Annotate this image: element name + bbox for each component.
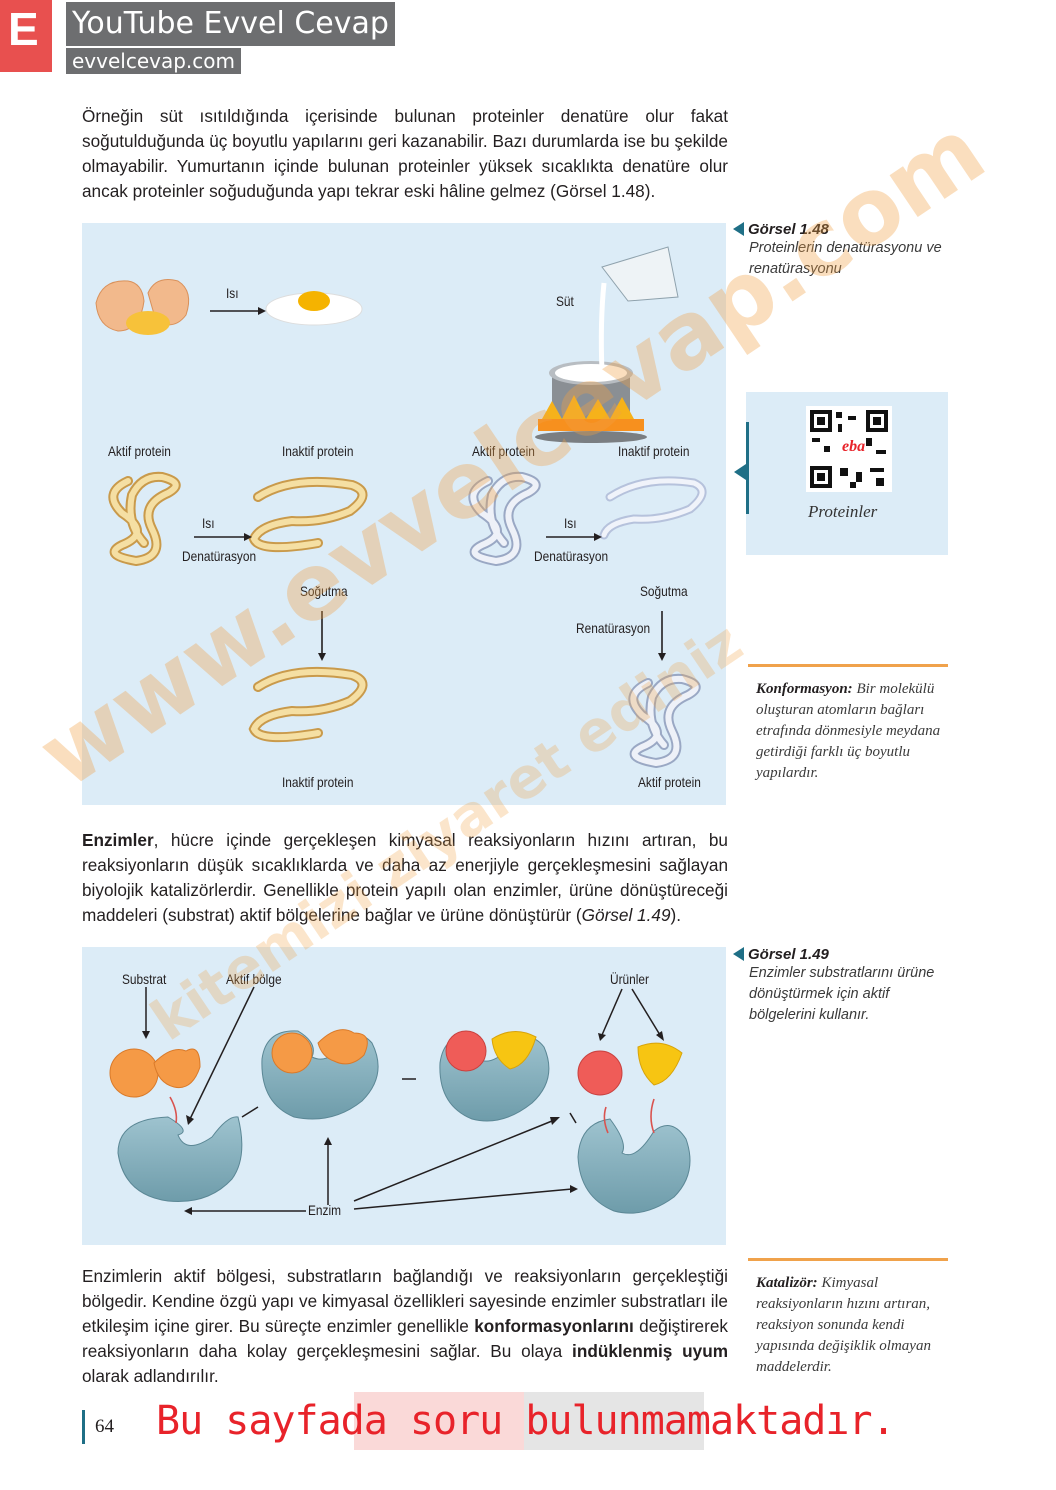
figure-148-caption-title: Görsel 1.48 <box>733 221 953 238</box>
label-active-site: Aktif bölge <box>226 971 282 987</box>
label-egg-heat: Isı <box>226 285 239 301</box>
label-active-left: Aktif protein <box>108 443 171 459</box>
label-cool-right: Soğutma <box>640 583 688 599</box>
label-products: Ürünler <box>610 971 650 987</box>
katalizor-note: Katalizör: Kimyasal reaksiyonların hızın… <box>748 1258 948 1378</box>
label-milk: Süt <box>556 293 574 309</box>
footer-watermark-block <box>354 1392 524 1450</box>
footer-watermark-block-2 <box>524 1392 704 1450</box>
enzymes-figure-ref: Görsel 1.49 <box>581 905 671 925</box>
qr-code-icon[interactable] <box>806 406 892 492</box>
label-enzyme: Enzim <box>308 1202 342 1218</box>
brand-title: YouTube Evvel Cevap <box>66 2 395 46</box>
konformasyon-term: Konformasyon: <box>756 681 853 697</box>
konformasyon-definition: Bir molekülü oluşturan atomların bağları… <box>756 681 941 781</box>
figure-149-illustration <box>109 986 691 1215</box>
enzymes-text: , hücre içinde gerçekleşen kimyasal reak… <box>82 830 728 925</box>
qr-card-pointer-icon <box>734 464 746 480</box>
figure-148-caption-text: Proteinlerin denatürasyonu ve renatürasy… <box>749 240 942 277</box>
label-cool-left: Soğutma <box>300 583 348 599</box>
brand-logo: E <box>0 0 52 72</box>
label-inactive-left: Inaktif protein <box>282 443 354 459</box>
intro-paragraph: Örneğin süt ısıtıldığında içerisinde bul… <box>82 106 728 201</box>
active-site-text-2: değiştirerek reaksiyonların daha kolay g… <box>82 1316 728 1361</box>
label-denat-right: Denatürasyon <box>534 548 609 564</box>
active-site-text-3: olarak adlandırılır. <box>82 1366 219 1386</box>
figure-148-caption: Görsel 1.48 Proteinlerin denatürasyonu v… <box>733 221 953 280</box>
label-active-right: Aktif protein <box>472 443 535 459</box>
active-site-bold-2: indüklenmiş uyum <box>572 1341 728 1361</box>
figure-149-caption-text: Enzimler substratlarını ürüne dönüştürme… <box>749 965 935 1023</box>
figure-148-illustration <box>95 246 707 769</box>
brand-url[interactable]: evvelcevap.com <box>66 48 241 74</box>
label-inactive-bottom-left: Inaktif protein <box>282 774 354 790</box>
handwritten-note: Bu sayfada soru bulunmamaktadır. <box>156 1398 896 1444</box>
active-site-paragraph: Enzimlerin aktif bölgesi, substratların … <box>82 1264 728 1389</box>
qr-card-label[interactable]: Proteinler <box>808 502 878 521</box>
qr-card-accent <box>746 422 749 514</box>
konformasyon-note: Konformasyon: Bir molekülü oluşturan ato… <box>748 664 948 784</box>
label-active-bottom-right: Aktif protein <box>638 774 701 790</box>
left-protein-illustrations <box>108 471 368 743</box>
enzymes-paragraph: Enzimler, hücre içinde gerçekleşen kimya… <box>82 828 728 928</box>
brand-logo-letter: E <box>8 3 39 55</box>
label-denat-left: Denatürasyon <box>182 548 257 564</box>
figure-149-caption: Görsel 1.49 Enzimler substratlarını ürün… <box>733 946 953 1026</box>
qr-card[interactable]: eba Proteinler <box>746 392 948 555</box>
katalizor-definition: Kimyasal reaksiyonların hızını artıran, … <box>756 1275 931 1375</box>
label-renat-right: Renatürasyon <box>576 620 651 636</box>
katalizor-term: Katalizör: <box>756 1275 818 1291</box>
eba-badge: eba <box>842 438 866 455</box>
label-heat-right: Isı <box>564 515 577 531</box>
figure-148: Isı Süt Aktif protein Inaktif protein Is… <box>82 223 726 805</box>
egg-illustration <box>95 279 190 335</box>
milk-pot-illustration <box>535 246 679 443</box>
active-site-bold-1: konformasyonlarını <box>474 1316 634 1336</box>
active-site-text-1: Enzimlerin aktif bölgesi, substratların … <box>82 1266 728 1336</box>
figure-149-caption-title: Görsel 1.49 <box>733 946 953 963</box>
label-inactive-right: Inaktif protein <box>618 443 690 459</box>
fried-egg-illustration <box>265 291 363 326</box>
figure-149: Substrat Aktif bölge Ürünler Enzim <box>82 947 726 1245</box>
enzymes-text-end: ). <box>670 905 682 925</box>
right-protein-illustrations <box>468 471 707 769</box>
page-number: 64 <box>82 1410 114 1444</box>
label-heat-left: Isı <box>202 515 215 531</box>
enzymes-term: Enzimler <box>82 830 154 850</box>
label-substrate: Substrat <box>122 971 167 987</box>
